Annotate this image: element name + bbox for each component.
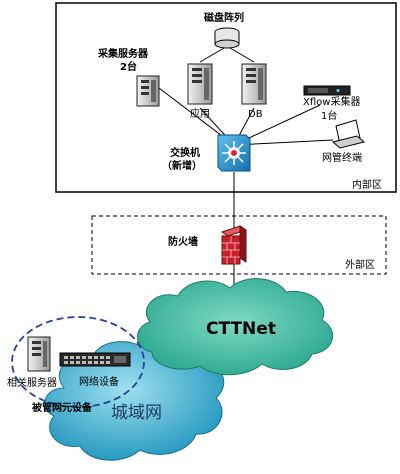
managed-elements-ellipse bbox=[11, 316, 145, 408]
switch-label: 交换机 bbox=[170, 146, 200, 159]
related-servers-label: 相关服务器 bbox=[7, 376, 57, 389]
external-zone-box bbox=[91, 215, 387, 275]
firewall-label: 防火墙 bbox=[168, 235, 198, 248]
collection-servers-count: 2台 bbox=[120, 60, 137, 73]
db-server-icon bbox=[241, 63, 267, 105]
collection-server-icon bbox=[136, 75, 160, 107]
metro-cloud bbox=[44, 341, 225, 461]
related-server-icon bbox=[27, 336, 51, 372]
external-zone-label: 外部区 bbox=[345, 258, 375, 271]
cttnet-cloud bbox=[137, 278, 333, 376]
app-server-label: 应用 bbox=[190, 107, 210, 120]
xflow-collector-label: Xflow采集器 bbox=[303, 95, 360, 108]
metro-label: 城域网 bbox=[111, 403, 162, 423]
xflow-collector-count: 1台 bbox=[321, 109, 337, 122]
managed-elements-label: 被管网元设备 bbox=[32, 401, 93, 414]
collection-servers-label: 采集服务器 bbox=[97, 47, 149, 60]
switch-icon bbox=[217, 134, 251, 172]
network-device-label: 网络设备 bbox=[79, 375, 119, 388]
xflow-collector-icon bbox=[303, 85, 351, 96]
nms-terminal-label: 网管终端 bbox=[322, 151, 362, 164]
cttnet-label: CTTNet bbox=[206, 319, 276, 339]
db-server-label: DB bbox=[248, 109, 263, 120]
disk-array-label: 磁盘阵列 bbox=[204, 11, 244, 24]
app-server-icon bbox=[187, 63, 213, 105]
network-device-icon bbox=[59, 352, 131, 367]
firewall-icon bbox=[220, 225, 248, 265]
disk-array-icon bbox=[214, 27, 240, 49]
switch-note: （新增） bbox=[162, 159, 202, 172]
internal-zone-label: 内部区 bbox=[352, 178, 382, 191]
internal-zone-box bbox=[55, 2, 397, 193]
laptop-icon bbox=[331, 119, 366, 149]
